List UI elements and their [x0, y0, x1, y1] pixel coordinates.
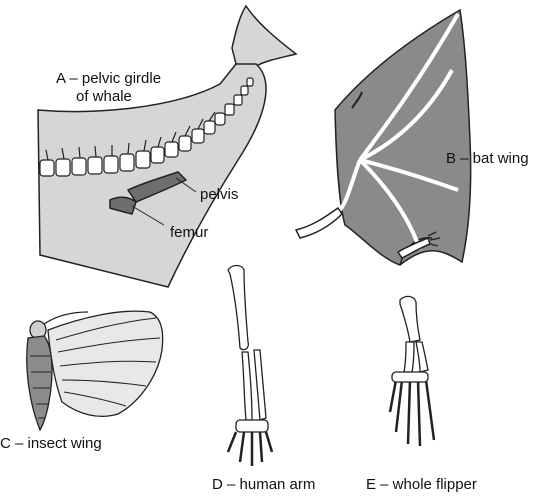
whale-tail-fluke — [232, 6, 296, 72]
label-human: D – human arm — [212, 476, 315, 494]
insect-abdomen — [27, 336, 52, 430]
insect-drawing — [27, 311, 163, 430]
label-femur: femur — [170, 224, 208, 242]
human-humerus — [228, 266, 248, 350]
whale-drawing — [38, 6, 296, 287]
flipper-ulna — [416, 342, 428, 372]
label-whale-line1: A – pelvic girdle — [56, 70, 161, 88]
human-arm-drawing — [228, 266, 272, 467]
label-whale-line2: of whale — [76, 88, 132, 106]
human-radius — [242, 352, 252, 420]
label-insect: C – insect wing — [0, 435, 102, 453]
label-flipper: E – whole flipper — [366, 476, 477, 494]
bat-wing-membrane — [335, 10, 471, 265]
flipper-radius — [404, 342, 414, 372]
flipper-carpals — [392, 372, 428, 382]
whale-body — [38, 64, 266, 287]
bat-wing-drawing — [296, 10, 471, 265]
human-ulna — [254, 350, 266, 420]
flipper-humerus — [400, 296, 420, 342]
flipper-drawing — [390, 296, 434, 446]
flipper-digits — [390, 380, 434, 446]
human-hand — [228, 420, 272, 466]
label-bat: B – bat wing — [446, 150, 529, 168]
bat-arm-bone — [296, 208, 342, 238]
label-pelvis: pelvis — [200, 186, 238, 204]
